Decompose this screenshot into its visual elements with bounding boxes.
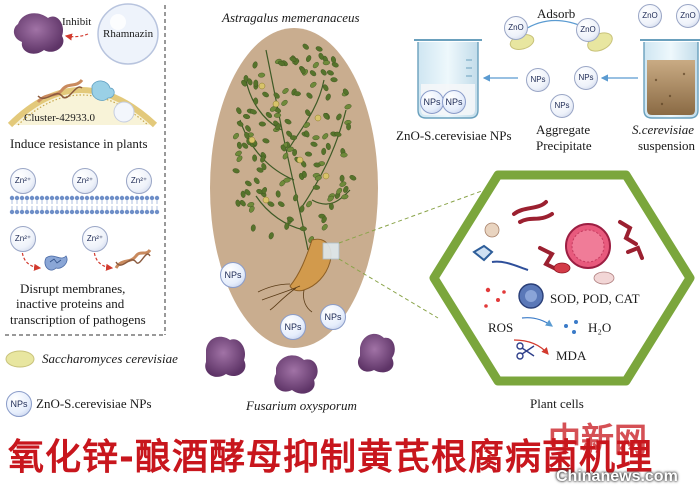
aggregate-np-3: NPs [550,94,574,118]
ros-to-h2o-arrow [521,317,553,327]
fungus-blob-bottom-mid [274,355,318,394]
watermark-logo: 中新网 [548,420,647,459]
zn-ion-1: Zn²⁺ [10,168,36,194]
ros-label: ROS [488,320,514,335]
center-np-2: NPs [280,314,306,340]
fungus-blob-topleft [13,13,64,54]
legend-np-label: ZnO-S.cerevisiae NPs [36,396,152,411]
small-bubble [113,101,135,123]
aggregate-label: Aggregate [536,122,591,137]
astragalus-plant [239,49,351,251]
broken-dna [114,249,152,269]
protein-shape [91,80,115,101]
chinese-title: 氧化锌-酿酒酵母抑制黄芪根腐病菌机理 [8,437,653,478]
zno-particle-4: ZnO [676,4,700,28]
denatured-protein [44,255,68,271]
root-hairs [257,283,313,313]
center-np-1: NPs [220,262,246,288]
zn-ion-5: Zn²⁺ [82,226,108,252]
plant-cells-label: Plant cells [530,396,584,411]
broken-dna-strand [115,253,151,266]
precipitate-label: Precipitate [536,138,592,153]
inhibit-label: Inhibit [62,16,92,28]
zno-particle-2: ZnO [576,18,600,42]
dna-helix [36,78,84,104]
fungus-blob-bottom-right [357,333,395,373]
enzymes-label: SOD, POD, CAT [550,291,640,306]
beaker-right [640,39,700,119]
beaker-np-2: NPs [442,90,466,114]
legend-np-icon: NPs [6,391,32,417]
center-np-3: NPs [320,304,346,330]
disrupt-label-line1: Disrupt membranes, [20,281,126,296]
beaker-np-1: NPs [420,90,444,114]
inhibit-arrow [64,33,89,41]
adsorb-label: Adsorb [537,6,576,21]
disrupt-label-line3: transcription of pathogens [10,312,146,327]
watermark-url: Chinanews.com [556,468,678,485]
root-zoom-box [322,242,340,260]
zn-ion-3: Zn²⁺ [126,168,152,194]
mda-arrow [513,339,549,355]
cluster-label: Cluster-42933.0 [24,112,95,124]
legend-yeast-label: Saccharomyces cerevisiae [42,351,178,366]
aggregate-np-2: NPs [574,66,598,90]
ros-dots [484,287,506,308]
induce-resistance-label: Induce resistance in plants [10,136,148,151]
beaker-np-label: ZnO-S.cerevisiae NPs [396,128,512,143]
h2o-label: H₂O [588,320,612,335]
rhamnazin-bubble-shine [110,14,126,30]
suspension-label-line2: suspension [638,138,696,153]
scissors-icon [516,342,535,360]
zoom-line-top [338,187,491,244]
suspension-label-line1: S.cerevisiae [632,122,694,137]
plant-species-label: Astragalus memeranaceus [222,10,360,25]
legend-yeast-icon [5,350,35,368]
h2o-dots [564,320,578,334]
disrupt-label-line2: inactive proteins and [16,296,125,311]
plant-leaves [232,43,357,243]
fungus-species-label: Fusarium oxysporum [246,398,357,413]
mda-label: MDA [556,348,587,363]
rhamnazin-label: Rhamnazin [103,28,154,40]
zn-ion-4: Zn²⁺ [10,226,36,252]
zn-ion-2: Zn²⁺ [72,168,98,194]
aggregate-np-1: NPs [526,68,550,92]
fungus-blob-bottom-left [205,336,246,377]
lipid-bilayer [9,195,160,215]
zno-particle-3: ZnO [638,4,662,28]
cell-organelles [472,200,644,309]
zno-particle-1: ZnO [504,16,528,40]
dna-helix-strand [37,86,83,99]
zoom-line-bottom [338,258,439,319]
